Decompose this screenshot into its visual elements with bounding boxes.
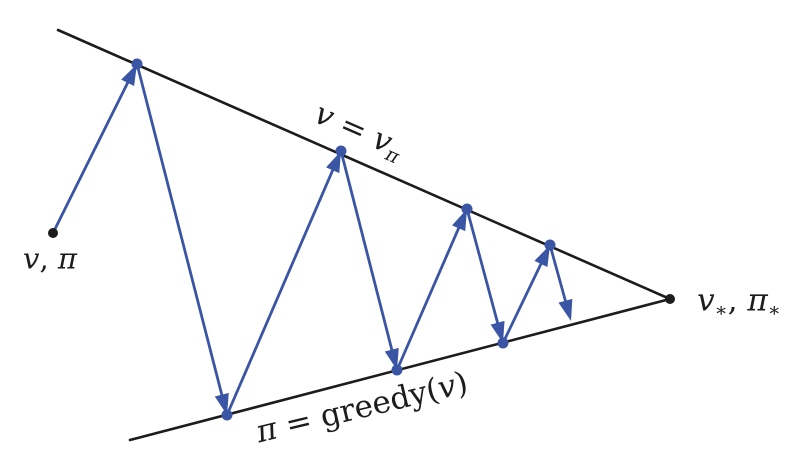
zigzag-arrowhead [558,298,573,321]
label-end-pi-subscript: ∗ [767,298,781,322]
touch-dot [131,58,143,70]
start-dot [48,228,58,238]
label-end-v-subscript: ∗ [714,298,728,322]
zigzag-arrowhead [326,151,341,174]
label-end-vstar-pistar: v∗, π∗ [697,282,781,320]
label-end-pi: π [747,282,768,319]
zigzag-arrow-shaft [135,62,224,398]
touch-dot [544,239,556,251]
zigzag-arrow-shaft [225,167,335,417]
touch-dot [497,337,509,349]
zigzag-arrow-shaft [395,225,461,372]
label-start-comma: , [39,241,58,276]
zigzag-arrowhead [121,64,137,87]
zigzag-arrowhead [490,320,505,343]
zigzag-arrowhead [452,209,467,232]
end-dot [665,294,675,304]
zigzag-arrow-shaft [548,243,568,305]
zigzag-arrow-shaft [465,207,500,327]
label-end-v: v [697,282,715,319]
touch-dot [335,145,347,157]
upper-line [56,28,672,301]
zigzag-arrowhead [384,347,399,370]
zigzag-arrowhead [534,245,550,268]
label-end-comma: , [727,282,748,319]
touch-dot [391,364,403,376]
zigzag-arrow-shaft [51,79,130,235]
zigzag-arrow-shaft [501,260,544,345]
label-start-v: v [23,241,40,276]
zigzag-arrowhead [214,392,229,415]
zigzag-arrow-shaft [339,149,394,353]
touch-dot [221,409,233,421]
touch-dot [461,203,473,215]
label-start-pi: π [57,241,77,276]
label-start-v-pi: v, π [23,241,77,276]
